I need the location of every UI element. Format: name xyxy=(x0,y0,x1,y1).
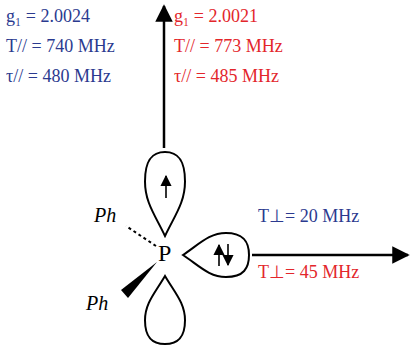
orbital-lobe xyxy=(145,276,185,344)
wedge-bond xyxy=(121,262,157,298)
g-value: g₁ = 2.0024 xyxy=(6,6,90,27)
hyperfine-value: T⊥= 45 MHz xyxy=(258,262,359,283)
orbital-lobe xyxy=(145,152,185,236)
hyperfine-value: T// = 740 MHz xyxy=(6,36,115,57)
spin-arrows xyxy=(166,176,228,266)
spin-down xyxy=(227,244,229,265)
spin-up xyxy=(165,176,167,198)
hyperfine-value: T⊥= 20 MHz xyxy=(258,206,359,227)
spin-up xyxy=(218,245,220,266)
hyperfine-value: τ// = 480 MHz xyxy=(6,66,111,87)
phenyl-label: Ph xyxy=(94,204,116,227)
orbital-lobes xyxy=(145,152,249,344)
g-value: g₁ = 2.0021 xyxy=(174,6,258,27)
axis-arrow xyxy=(163,6,166,148)
dashed-bond xyxy=(126,226,156,246)
hyperfine-value: τ// = 485 MHz xyxy=(174,66,279,87)
phenyl-label: Ph xyxy=(86,292,108,315)
atom-label: P xyxy=(158,240,171,268)
orbital-lobe xyxy=(183,233,249,277)
axis-arrow xyxy=(252,254,408,257)
hyperfine-value: T// = 773 MHz xyxy=(174,36,283,57)
